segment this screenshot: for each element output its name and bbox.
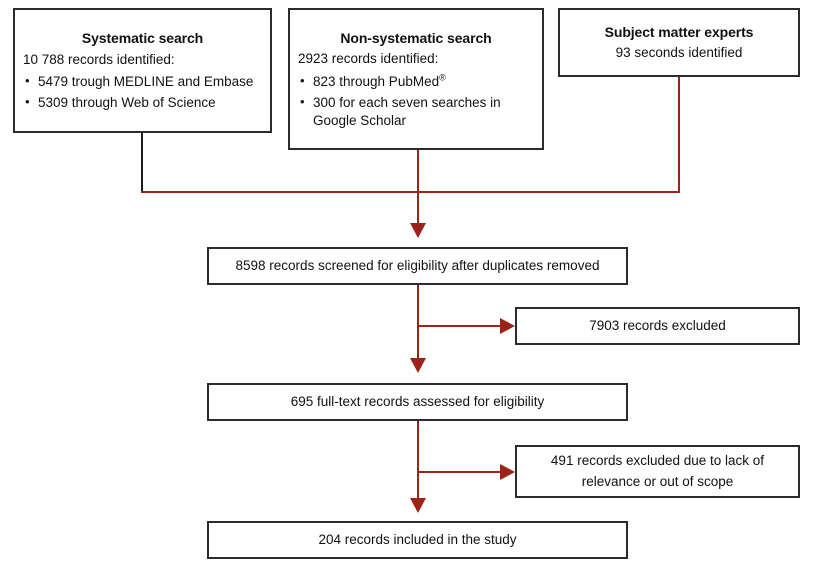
list-item: 823 through PubMed® <box>300 72 536 91</box>
source-bullets-non-systematic-search: 823 through PubMed® 300 for each seven s… <box>290 70 542 131</box>
stage-label-included: 204 records included in the study <box>318 532 517 548</box>
stage-box-screened: 8598 records screened for eligibility af… <box>207 247 628 285</box>
source-lead-systematic-search: 10 788 records identified: <box>23 51 175 67</box>
arrowhead-to-excluded-screening <box>500 318 515 334</box>
list-item: 300 for each seven searches in Google Sc… <box>300 93 536 130</box>
list-item: 5309 through Web of Science <box>25 93 264 112</box>
arrowhead-to-included <box>410 498 426 513</box>
connector-merge-bus <box>141 191 680 193</box>
connector-experts-to-bus <box>678 77 680 192</box>
source-box-subject-matter-experts: Subject matter experts 93 seconds identi… <box>558 8 800 77</box>
source-title-systematic-search: Systematic search <box>81 30 204 47</box>
source-subtitle-subject-matter-experts: 93 seconds identified <box>615 45 743 61</box>
source-title-non-systematic-search: Non-systematic search <box>340 29 492 46</box>
connector-screened-to-excluded <box>417 325 501 327</box>
list-item: 5479 trough MEDLINE and Embase <box>25 72 264 91</box>
arrowhead-to-full-text <box>410 358 426 373</box>
connector-full-text-to-excluded <box>417 471 501 473</box>
connector-screened-to-full-text <box>417 285 419 360</box>
arrowhead-to-screened <box>410 223 426 238</box>
exclusion-label-excluded-full-text: 491 records excluded due to lack of rele… <box>517 451 798 492</box>
connector-full-text-to-included <box>417 421 419 500</box>
stage-box-full-text-assessed: 695 full-text records assessed for eligi… <box>207 383 628 421</box>
connector-bus-to-screened <box>417 150 419 225</box>
exclusion-box-excluded-screening: 7903 records excluded <box>515 307 800 345</box>
source-bullets-systematic-search: 5479 trough MEDLINE and Embase 5309 thro… <box>15 70 270 112</box>
arrowhead-to-excluded-full-text <box>500 464 515 480</box>
exclusion-box-excluded-full-text: 491 records excluded due to lack of rele… <box>515 445 800 498</box>
stage-box-included: 204 records included in the study <box>207 521 628 559</box>
source-box-systematic-search: Systematic search 10 788 records identif… <box>13 8 272 133</box>
source-lead-non-systematic-search: 2923 records identified: <box>298 51 439 67</box>
stage-label-screened: 8598 records screened for eligibility af… <box>235 258 600 274</box>
exclusion-label-line-2: relevance or out of scope <box>581 473 734 489</box>
source-title-subject-matter-experts: Subject matter experts <box>604 24 754 41</box>
connector-systematic-to-bus <box>141 133 143 192</box>
exclusion-label-excluded-screening: 7903 records excluded <box>589 318 726 334</box>
exclusion-label-line-1: 491 records excluded due to lack of <box>550 453 765 469</box>
source-box-non-systematic-search: Non-systematic search 2923 records ident… <box>288 8 544 150</box>
stage-label-full-text-assessed: 695 full-text records assessed for eligi… <box>290 394 545 410</box>
